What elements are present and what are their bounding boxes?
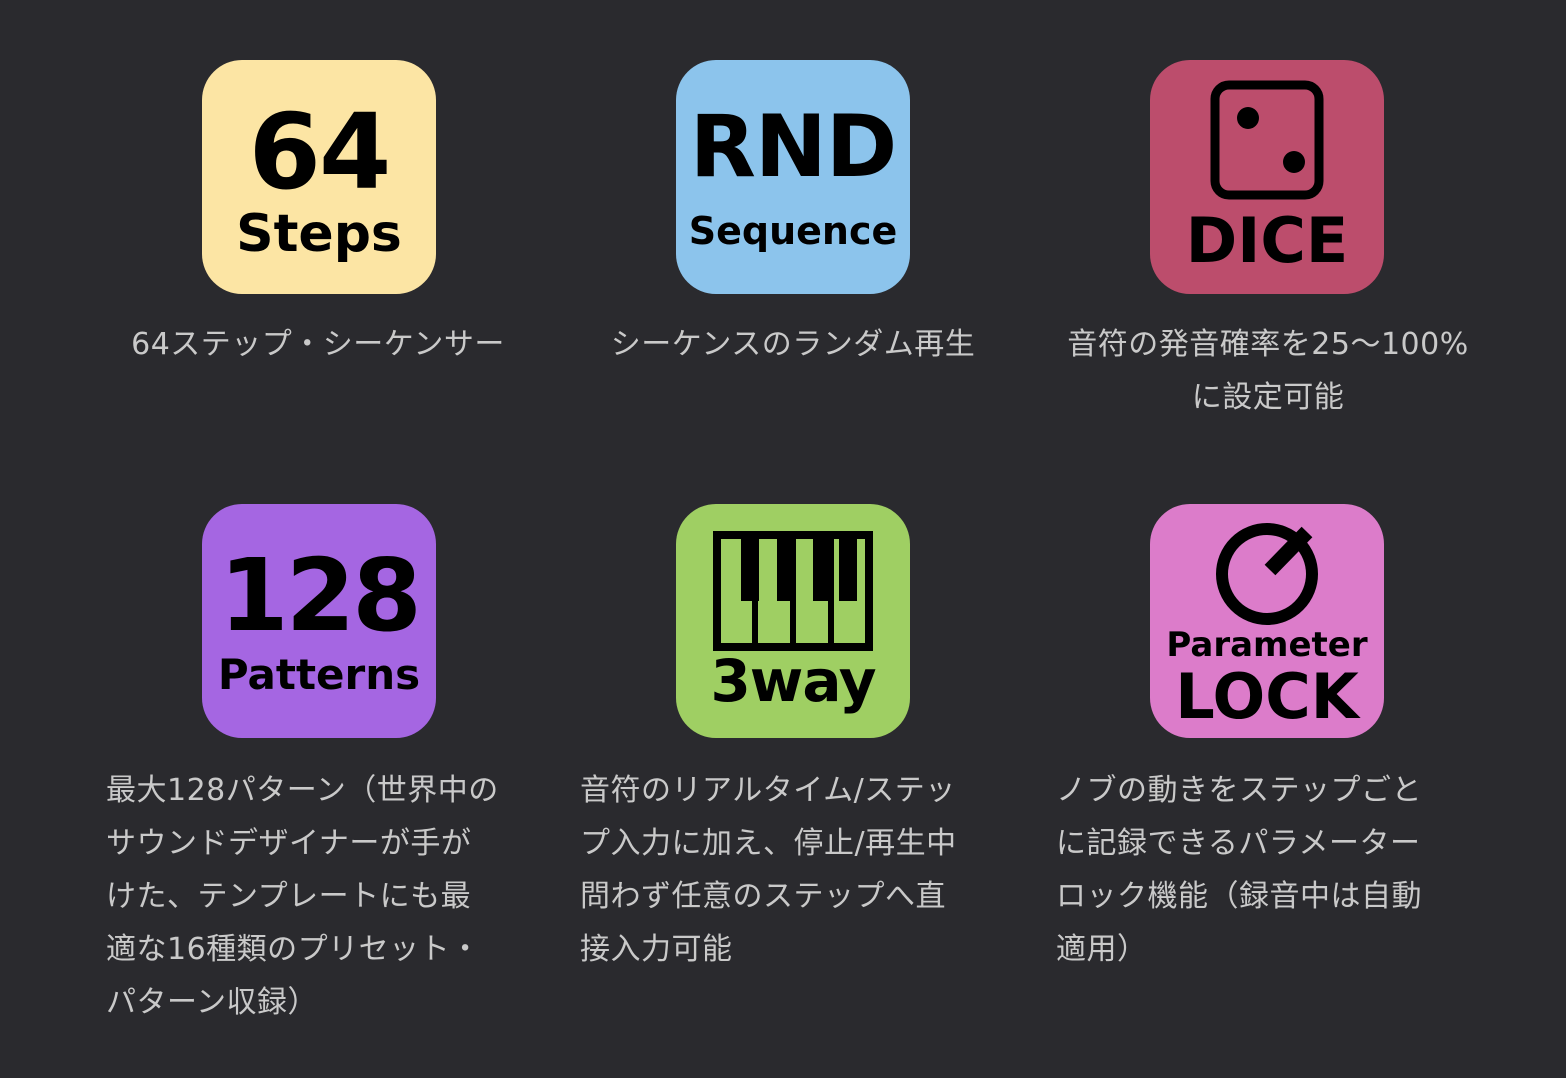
patterns-number: 128	[219, 537, 422, 654]
patterns-caption: 最大128パターン（世界中の サウンドデザイナーが手が けた、テンプレートにも最…	[106, 773, 499, 1020]
sequence-label: Sequence	[688, 209, 898, 253]
steps-number: 64	[248, 91, 392, 213]
knob-icon	[1216, 523, 1318, 625]
threeway-badge: 3way	[676, 504, 910, 738]
dice-label: DICE	[1185, 204, 1349, 277]
lock-caption: ノブの動きをステップごと に記録できるパラメーター ロック機能（録音中は自動 適…	[1056, 773, 1422, 967]
steps-label: Steps	[236, 204, 402, 264]
steps-caption: 64ステップ・シーケンサー	[131, 327, 505, 362]
patterns-label: Patterns	[217, 650, 421, 699]
dice-icon	[1210, 80, 1324, 200]
lock-label: LOCK	[1175, 660, 1359, 733]
parameter-label: Parameter	[1166, 625, 1368, 665]
piano-keyboard-icon	[713, 531, 873, 651]
steps-badge: 64 Steps	[202, 60, 436, 294]
threeway-label: 3way	[710, 647, 876, 715]
parameter-lock-badge: Parameter LOCK	[1150, 504, 1384, 738]
threeway-caption: 音符のリアルタイム/ステッ プ入力に加え、停止/再生中 問わず任意のステップへ直…	[580, 773, 957, 967]
patterns-badge: 128 Patterns	[202, 504, 436, 738]
rnd-sequence-badge: RND Sequence	[676, 60, 910, 294]
rnd-label: RND	[689, 97, 898, 197]
dice-caption: 音符の発音確率を25〜100% に設定可能	[1067, 327, 1469, 415]
rnd-caption: シーケンスのランダム再生	[610, 327, 976, 362]
dice-badge: DICE	[1150, 60, 1384, 294]
